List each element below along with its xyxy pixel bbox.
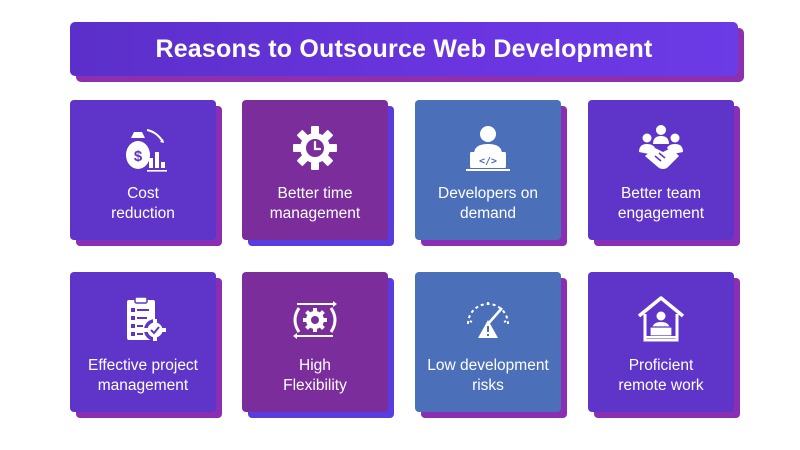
card-label-line: demand: [459, 205, 516, 222]
title-banner: Reasons to Outsource Web Development: [70, 22, 744, 82]
card-label-line: reduction: [111, 205, 175, 222]
card-better-team-engagement: Better team engagement: [588, 100, 740, 246]
svg-text:</>: </>: [479, 156, 497, 167]
home-worker-icon: [633, 294, 689, 346]
card-label-line: Proficient: [628, 357, 694, 374]
team-handshake-icon: [633, 122, 689, 174]
card-label-line: High: [299, 357, 331, 374]
card-high-flexibility: High Flexibility: [242, 272, 394, 418]
card-label-line: Low development: [427, 357, 549, 374]
card-label-line: management: [97, 377, 189, 394]
card-effective-project-management: Effective project management: [70, 272, 222, 418]
svg-text:$: $: [134, 148, 143, 165]
gear-arrows-icon: [287, 294, 343, 346]
card-label-line: remote work: [618, 377, 704, 394]
money-bag-chart-icon: $: [115, 122, 171, 174]
card-label-line: management: [269, 205, 361, 222]
card-cost-reduction: $ Cost reduction: [70, 100, 222, 246]
card-better-time-management: Better time management: [242, 100, 394, 246]
clipboard-gear-icon: [115, 294, 171, 346]
card-proficient-remote-work: Proficient remote work: [588, 272, 740, 418]
title-banner-face: Reasons to Outsource Web Development: [70, 22, 738, 76]
risk-gauge-icon: [460, 294, 516, 346]
card-low-development-risks: Low development risks: [415, 272, 567, 418]
card-label-line: engagement: [617, 205, 705, 222]
card-label-line: Developers on: [438, 185, 538, 202]
page-title: Reasons to Outsource Web Development: [155, 34, 653, 63]
gear-clock-icon: [287, 122, 343, 174]
card-label-line: Effective project: [88, 357, 198, 374]
card-label-line: Flexibility: [283, 377, 347, 394]
card-developers-on-demand: </> Developers on demand: [415, 100, 567, 246]
card-label-line: Cost: [127, 185, 159, 202]
developer-laptop-icon: </>: [460, 122, 516, 174]
card-label-line: Better time: [277, 185, 353, 202]
card-label-line: Better team: [620, 185, 702, 202]
card-label-line: risks: [472, 377, 504, 394]
